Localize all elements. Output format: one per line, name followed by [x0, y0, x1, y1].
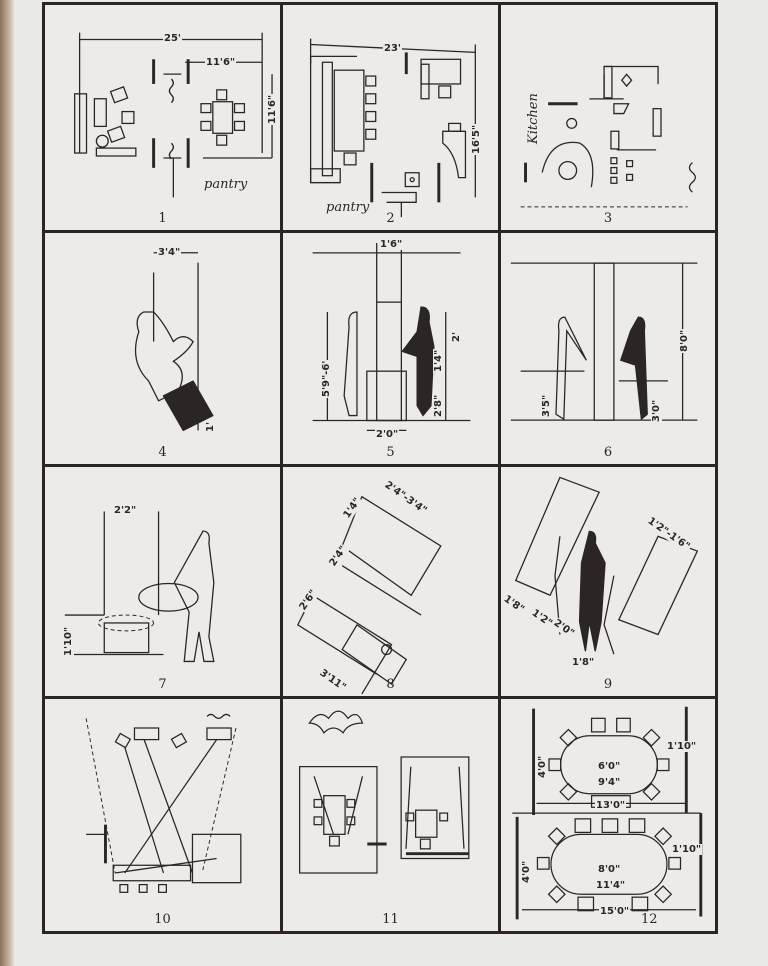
table-2-gap: 1'10": [671, 844, 703, 855]
dimension-top: 1'6": [379, 239, 404, 250]
table-1-length: 6'0": [597, 761, 622, 772]
panel-1-living-dining-plan: 25' 11'6" 11'6" pantry 1: [45, 5, 283, 233]
figure-drawing: [64, 511, 215, 663]
figure-number: 12: [641, 912, 658, 927]
table-1-width: 4'0": [537, 754, 548, 779]
dimension-width: 25': [163, 33, 182, 44]
table-2-width: 4'0": [521, 859, 532, 884]
diagram-grid: 25' 11'6" 11'6" pantry 1 23' 16'5" pantr…: [42, 2, 718, 934]
dimension-right: 3'0": [651, 398, 662, 423]
figure-drawing: [134, 252, 214, 432]
table-2-room: 15'0": [599, 906, 631, 917]
dimension-left: 3'5": [541, 393, 552, 418]
dimension-depth: 11'6": [267, 93, 278, 125]
panel-11-dining-layouts: 11: [283, 699, 501, 931]
panel-10-sightline-plan: 10: [45, 699, 283, 931]
panel-6-counter-section: 3'5" 8'0" 3'0" 6: [501, 233, 715, 467]
dimension-sub-width: 11'6": [205, 57, 237, 68]
dimension-upper: 2': [451, 330, 462, 343]
dimension-e: 1'8": [571, 657, 596, 668]
table-1-room: 13'0": [595, 800, 627, 811]
panel-3-kitchen-dining-plan: Kitchen 3: [501, 5, 715, 233]
dimension-width: 3'4": [157, 247, 182, 258]
dimension-total: 8'0": [679, 328, 690, 353]
figure-number: 5: [386, 445, 395, 460]
figure-number: 4: [158, 445, 167, 460]
room-label-kitchen: Kitchen: [526, 93, 541, 144]
table-plan-drawing: [512, 706, 703, 920]
table-2-length: 8'0": [597, 864, 622, 875]
figure-number: 7: [158, 677, 167, 692]
dimension-depth: 16'5": [471, 123, 482, 155]
figure-number: 2: [386, 211, 395, 226]
dimension-counter: 2'8": [433, 393, 444, 418]
figure-number: 8: [386, 677, 395, 692]
book-spine: [0, 0, 14, 966]
table-1-total: 9'4": [597, 777, 622, 788]
dimension-height: 1': [205, 420, 216, 433]
dimension-width: 2'2": [113, 505, 138, 516]
room-label-pantry: pantry: [326, 200, 370, 215]
floor-plan-drawing: [520, 65, 696, 208]
room-label-pantry: pantry: [204, 177, 248, 192]
layout-drawing: [299, 710, 470, 874]
panel-2-dining-plan: 23' 16'5" pantry 2: [283, 5, 501, 233]
dimension-mid: 1'4": [433, 348, 444, 373]
dimension-height: 1'10": [63, 625, 74, 657]
panel-12-oval-table-clearances: 6'0" 9'4" 13'0" 4'0" 1'10" 8'0" 11'4" 15…: [501, 699, 715, 931]
figure-number: 1: [158, 211, 167, 226]
panel-9-passage-clearance: 1'2"-1'6" 1'8" 1'2" 2'0" 1'8" 9: [501, 467, 715, 699]
dimension-base: 2'0": [375, 429, 400, 440]
table-1-gap: 1'10": [666, 741, 698, 752]
section-drawing: [510, 262, 698, 421]
panel-8-table-bench-clearance: 1'4" 2'4"-3'4" 2'4" 2'6" 3'11" 8: [283, 467, 501, 699]
section-drawing: [312, 242, 471, 431]
panel-4-reach-figure: 3'4" 1' 4: [45, 233, 283, 467]
figure-number: 10: [154, 912, 171, 927]
panel-5-kitchen-section: 1'6" 5'9"-6' 2' 1'4" 2'8" 2'0" 5: [283, 233, 501, 467]
figure-number: 11: [382, 912, 399, 927]
floor-plan-drawing: [309, 38, 476, 218]
figure-number: 9: [603, 677, 613, 692]
figure-number: 6: [603, 445, 613, 460]
figure-number: 3: [603, 211, 613, 226]
sightline-drawing: [85, 713, 242, 893]
dimension-width: 23': [383, 43, 402, 54]
table-2-total: 11'4": [595, 880, 627, 891]
isometric-drawing: [296, 495, 442, 695]
dimension-reach: 5'9"-6': [321, 359, 332, 398]
figure-drawing: [514, 476, 699, 655]
panel-7-seated-figure: 2'2" 1'10" 7: [45, 467, 283, 699]
